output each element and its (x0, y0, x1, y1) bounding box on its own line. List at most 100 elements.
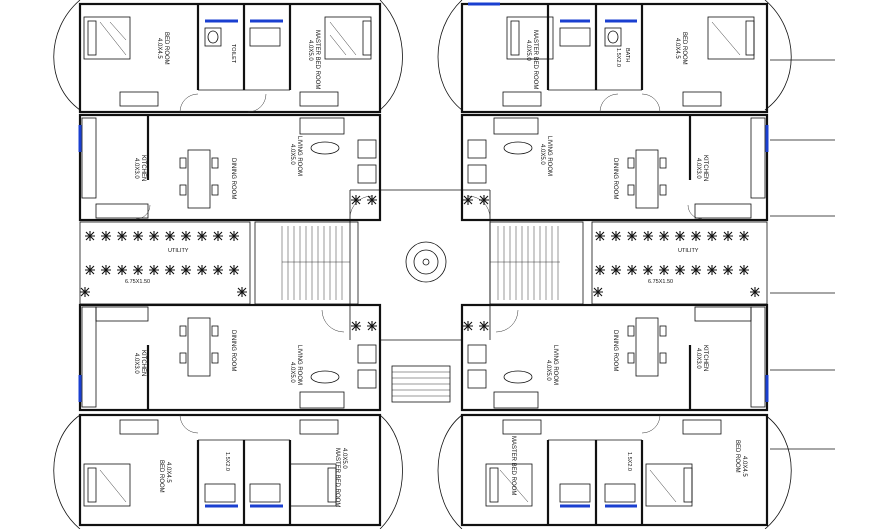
label-master-size: 4.0X5.0 (525, 40, 531, 61)
plant-icon (101, 231, 111, 241)
plant-icon (229, 265, 239, 275)
door-swings (135, 93, 703, 434)
label-toilet: TOILET (230, 44, 236, 64)
label-kitchen-size: 4.0X3.0 (695, 158, 701, 179)
label-living-room: LIVING ROOM (552, 345, 558, 385)
plant-icon (367, 321, 377, 331)
label-master-size: 4.0X5.0 (307, 40, 313, 61)
label-living-size: 4.0X5.0 (289, 144, 295, 165)
plant-symbols (80, 195, 760, 331)
label-master-bed-room: MASTER BED ROOM (532, 30, 538, 89)
plant-icon (85, 265, 95, 275)
plant-icon (101, 265, 111, 275)
plant-icon (479, 321, 489, 331)
plant-icon (750, 287, 760, 297)
label-toilet-size: 1.5X2.0 (626, 452, 632, 471)
plant-icon (595, 231, 605, 241)
label-master-bed-room: MASTER BED ROOM (510, 436, 516, 495)
label-bed-room-size: 4.0X4.5 (156, 38, 162, 59)
plant-icon (627, 265, 637, 275)
label-kitchen: KITCHEN (702, 345, 708, 371)
plant-icon (627, 231, 637, 241)
plant-icon (611, 265, 621, 275)
plant-icon (237, 287, 247, 297)
plant-icon (351, 321, 361, 331)
plant-icon (165, 231, 175, 241)
label-bed-room-size: 4.0X4.5 (741, 456, 747, 477)
plant-icon (691, 231, 701, 241)
label-master-bed-room: MASTER BED ROOM (334, 448, 340, 507)
label-bed-room: BED ROOM (734, 440, 740, 473)
plant-icon (85, 231, 95, 241)
plant-icon (643, 265, 653, 275)
label-bed-room-size: 4.0X4.5 (165, 462, 171, 483)
plant-icon (691, 265, 701, 275)
label-bed-room: BED ROOM (158, 460, 164, 493)
plant-icon (367, 195, 377, 205)
label-toilet-size: 1.5X2.0 (615, 48, 621, 67)
windows (78, 2, 769, 508)
label-utility: UTILITY (168, 248, 189, 254)
label-dining-room: DINING ROOM (230, 158, 236, 199)
plant-icon (723, 231, 733, 241)
plant-icon (181, 231, 191, 241)
plant-icon (675, 231, 685, 241)
plant-icon (479, 195, 489, 205)
plant-icon (197, 265, 207, 275)
room-labels: BED ROOM 4.0X4.5 MASTER BED ROOM 4.0X5.0… (125, 30, 747, 507)
fountain (405, 241, 447, 283)
label-bed-room-size: 4.0X4.5 (674, 38, 680, 59)
plant-icon (611, 231, 621, 241)
interior-partitions (146, 4, 692, 525)
kitchen-counters (81, 117, 766, 408)
label-dining-room: DINING ROOM (612, 330, 618, 371)
plant-icon (675, 265, 685, 275)
plant-icon (213, 231, 223, 241)
label-kitchen-size: 4.0X3.0 (133, 158, 139, 179)
plant-icon (197, 231, 207, 241)
label-dining-room: DINING ROOM (612, 158, 618, 199)
plant-icon (133, 231, 143, 241)
staircases (281, 226, 560, 403)
label-utility-size: 6.75X1.50 (125, 279, 150, 285)
label-dining-room: DINING ROOM (230, 330, 236, 371)
plant-icon (117, 231, 127, 241)
sofas-and-wardrobes (119, 91, 722, 435)
label-toilet-size: 1.5X2.0 (224, 452, 230, 471)
plant-icon (739, 231, 749, 241)
plant-icon (707, 265, 717, 275)
plant-icon (229, 231, 239, 241)
label-utility-size: 6.75X1.50 (648, 279, 673, 285)
label-living-room: LIVING ROOM (296, 136, 302, 176)
plant-icon (593, 287, 603, 297)
plant-icon (659, 265, 669, 275)
label-bath: BATH (624, 48, 630, 62)
plant-icon (181, 265, 191, 275)
balcony-arcs (53, 0, 792, 529)
plant-icon (595, 265, 605, 275)
plant-icon (739, 265, 749, 275)
label-living-room: LIVING ROOM (546, 136, 552, 176)
plant-icon (659, 231, 669, 241)
beds (83, 16, 755, 507)
plant-icon (133, 265, 143, 275)
plant-icon (117, 265, 127, 275)
plant-icon (643, 231, 653, 241)
plant-icon (165, 265, 175, 275)
label-kitchen: KITCHEN (140, 155, 146, 181)
label-master-bed-room: MASTER BED ROOM (314, 30, 320, 89)
label-living-size: 4.0X5.0 (545, 360, 551, 381)
label-bed-room: BED ROOM (163, 32, 169, 65)
bathroom-fixtures (204, 27, 636, 503)
plant-icon (149, 265, 159, 275)
label-kitchen: KITCHEN (702, 155, 708, 181)
plant-icon (463, 321, 473, 331)
plant-icon (80, 287, 90, 297)
label-living-room: LIVING ROOM (296, 345, 302, 385)
label-kitchen-size: 4.0X3.0 (133, 353, 139, 374)
plant-icon (149, 231, 159, 241)
plant-icon (723, 265, 733, 275)
plant-icon (707, 231, 717, 241)
